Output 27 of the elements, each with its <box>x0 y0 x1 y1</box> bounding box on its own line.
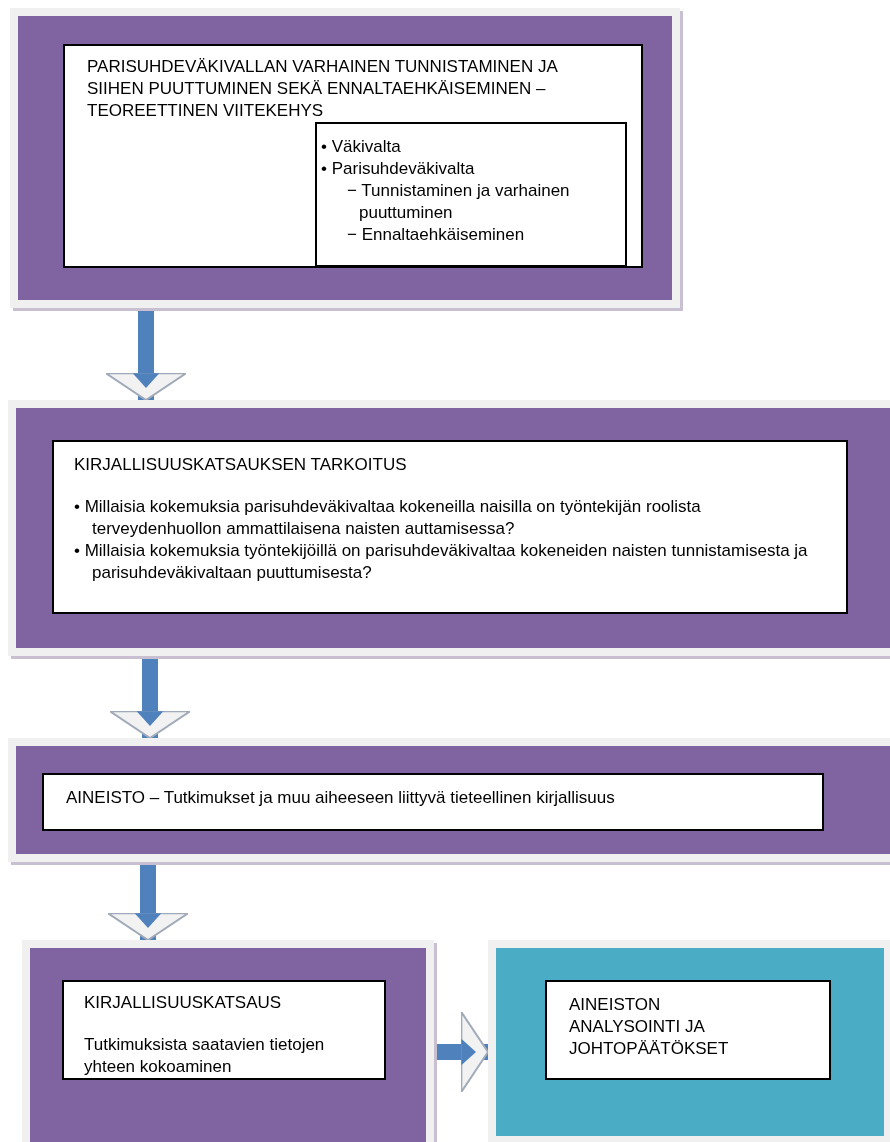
heading-text: KIRJALLISUUSKATSAUKSEN TARKOITUS <box>74 454 408 476</box>
band-background <box>488 940 890 1142</box>
text-box <box>315 122 627 267</box>
text-box <box>62 980 386 1080</box>
block-arrow <box>105 308 187 401</box>
text: − Tunnistaminen ja varhainen puuttuminen <box>346 180 571 225</box>
text-box <box>63 44 643 268</box>
text: • Millaisia kokemuksia työntekijöillä on parisuhdeväkivaltaa kokeneiden naisten tunnistamisesta ja parisuhdeväkivaltaan puuttumisesta? <box>74 540 809 585</box>
band-background <box>8 400 890 656</box>
text-box <box>42 773 824 831</box>
text: Tutkimuksista saatavien tietojen yhteen kokoaminen <box>84 1034 326 1079</box>
block-arrow <box>107 862 189 941</box>
block-arrow <box>434 1011 489 1093</box>
text: • Parisuhdeväkivalta <box>321 158 476 181</box>
text: − Ennaltaehkäiseminen <box>346 224 526 247</box>
block-arrow <box>109 656 191 739</box>
band-background <box>22 940 434 1142</box>
text-box <box>545 980 831 1080</box>
band-background <box>10 8 680 308</box>
heading-text: KIRJALLISUUSKATSAUS <box>84 992 283 1014</box>
band-background <box>8 738 890 862</box>
text: PARISUHDEVÄKIVALLAN VARHAINEN TUNNISTAMINEN JA SIIHEN PUUTTUMINEN SEKÄ ENNALTAEHKÄISEMINEN – TEOREETTINEN VIITEKEHYS <box>87 56 559 123</box>
text: • Millaisia kokemuksia parisuhdeväkivaltaa kokeneilla naisilla on työntekijän roolista terveydenhuollon ammattilaisena naisten auttamisessa? <box>74 496 702 541</box>
text: AINEISTO – Tutkimukset ja muu aiheeseen liittyvä tieteellinen kirjallisuus <box>66 787 616 809</box>
text-box <box>52 440 848 614</box>
text: AINEISTON ANALYSOINTI JA JOHTOPÄÄTÖKSET <box>569 994 730 1061</box>
text: • Väkivalta <box>321 136 402 158</box>
